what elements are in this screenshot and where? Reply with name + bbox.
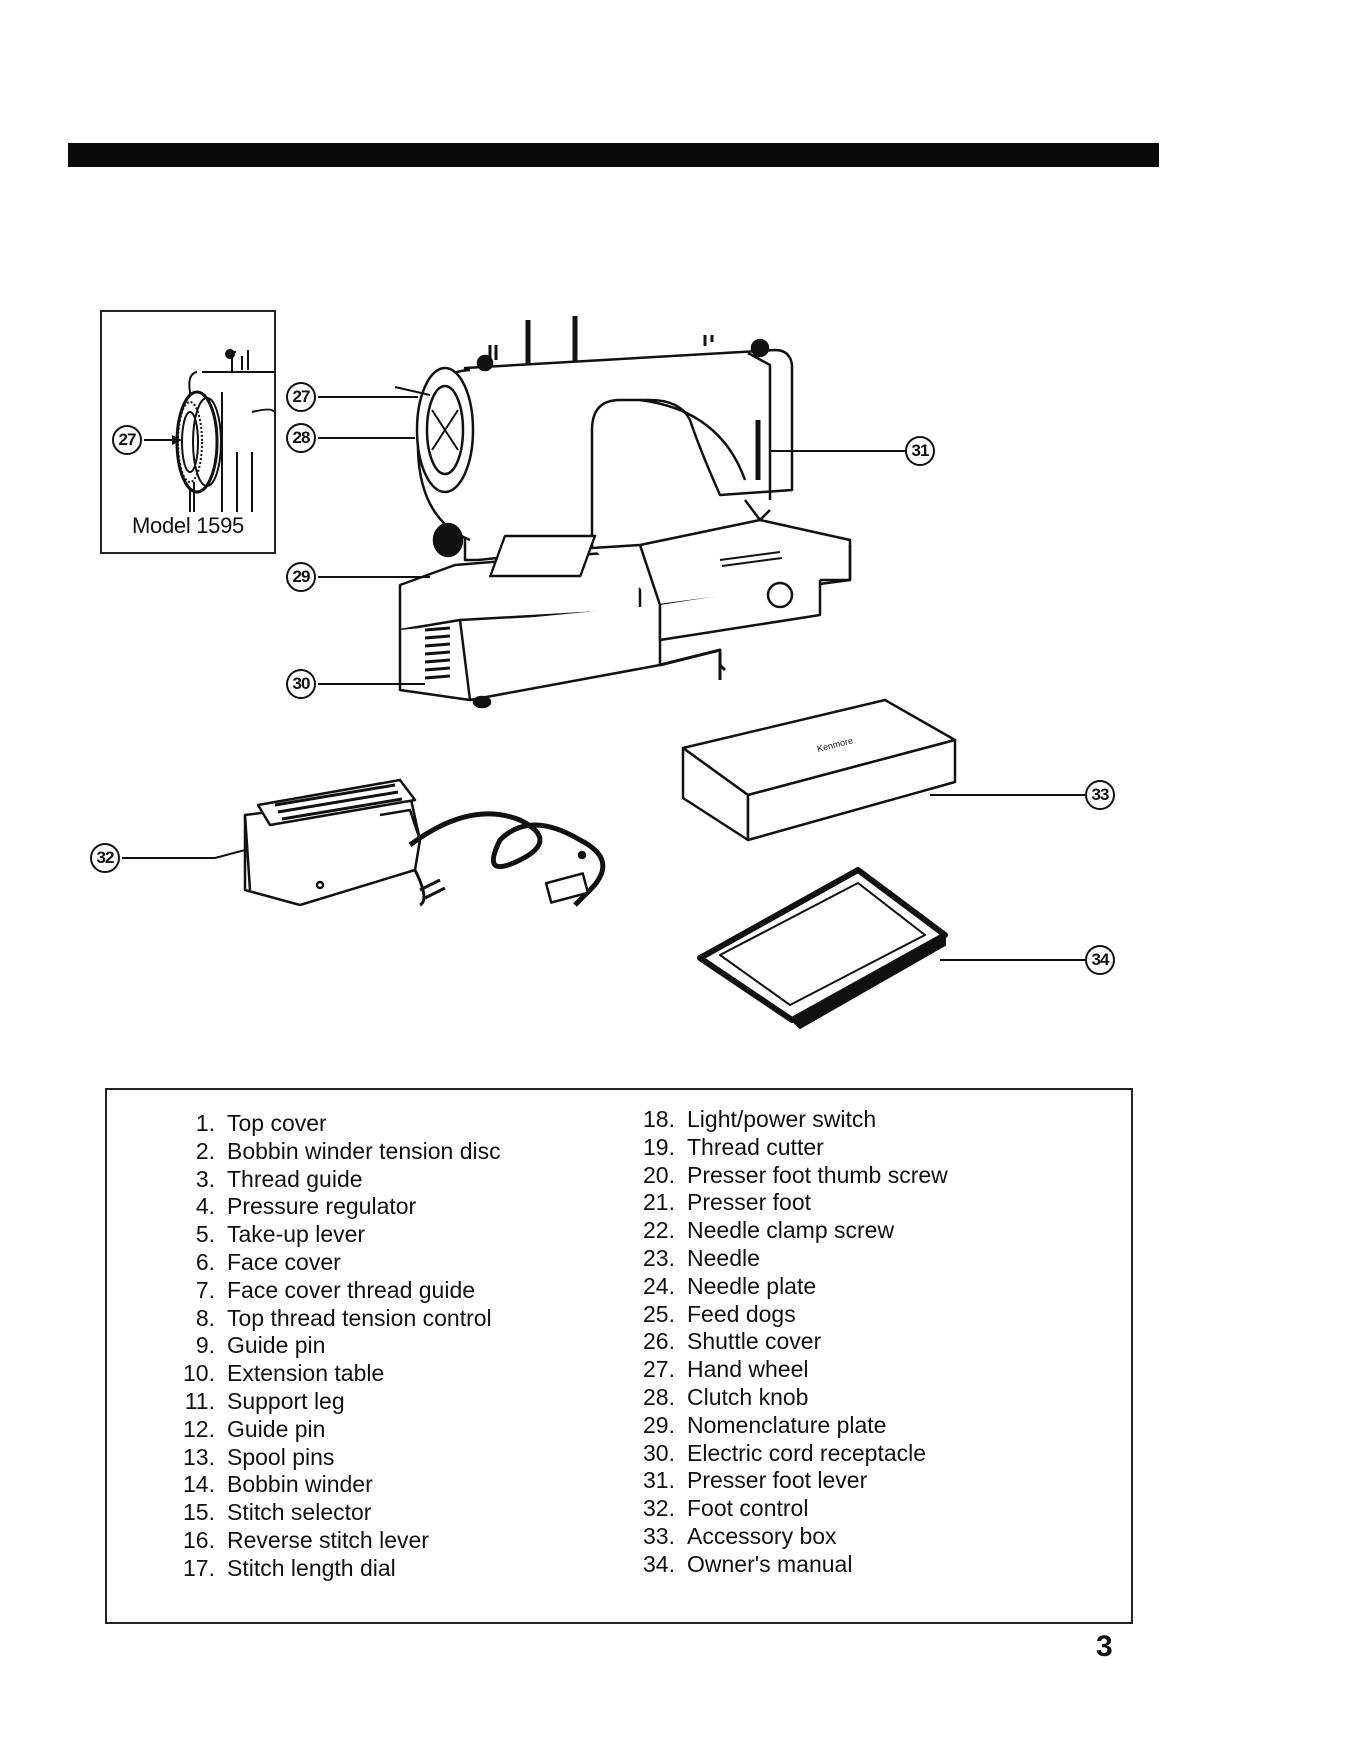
list-item: 15.Stitch selector xyxy=(183,1499,372,1526)
list-item: 1.Top cover xyxy=(195,1110,327,1136)
sewing-machine-illustration: Kenmore xyxy=(122,316,1085,1029)
list-item: 28.Clutch knob xyxy=(643,1383,809,1410)
list-item: 19.Thread cutter xyxy=(643,1133,824,1160)
list-item: 3.Thread guide xyxy=(195,1165,363,1192)
list-item: 10.Extension table xyxy=(183,1360,385,1387)
list-item: 34.Owner's manual xyxy=(643,1550,853,1577)
list-item: 29.Nomenclature plate xyxy=(643,1411,887,1438)
callout-33: 33 xyxy=(1085,780,1115,810)
page-number: 3 xyxy=(1096,1630,1113,1663)
list-item: 9.Guide pin xyxy=(195,1332,326,1359)
list-item: 20.Presser foot thumb screw xyxy=(643,1161,948,1188)
list-item: 16.Reverse stitch lever xyxy=(183,1526,429,1553)
list-item: 8.Top thread tension control xyxy=(195,1304,492,1331)
list-item: 11.Support leg xyxy=(184,1387,345,1414)
list-item: 30.Electric cord receptacle xyxy=(643,1439,927,1466)
list-item: 7.Face cover thread guide xyxy=(195,1276,476,1303)
list-item: 27.Hand wheel xyxy=(643,1356,809,1383)
list-item: 31.Presser foot lever xyxy=(643,1467,868,1494)
list-item: 26.Shuttle cover xyxy=(643,1328,822,1355)
list-item: 32.Foot control xyxy=(643,1495,809,1522)
list-item: 17.Stitch length dial xyxy=(183,1554,396,1581)
header-rule xyxy=(68,143,1159,167)
callout-32: 32 xyxy=(90,843,120,873)
callout-31: 31 xyxy=(905,436,935,466)
parts-list-right: 18.Light/power switch 19.Thread cutter 2… xyxy=(627,1106,948,1579)
list-item: 2.Bobbin winder tension disc xyxy=(195,1137,501,1164)
list-item: 6.Face cover xyxy=(195,1248,341,1275)
inset-drawing xyxy=(144,349,274,512)
callout-29: 29 xyxy=(286,562,316,592)
inset-callout-27: 27 xyxy=(112,425,142,455)
callout-28: 28 xyxy=(286,423,316,453)
callout-30: 30 xyxy=(286,669,316,699)
list-item: 12.Guide pin xyxy=(183,1415,326,1442)
list-item: 25.Feed dogs xyxy=(643,1300,796,1327)
list-item: 21.Presser foot xyxy=(643,1189,811,1216)
list-item: 22.Needle clamp screw xyxy=(643,1217,895,1244)
parts-legend: 1.Top cover 2.Bobbin winder tension disc… xyxy=(105,1088,1133,1624)
model-inset: 27 Model 1595 xyxy=(100,310,276,554)
list-item: 23.Needle xyxy=(643,1244,760,1271)
callout-34: 34 xyxy=(1085,945,1115,975)
list-item: 33.Accessory box xyxy=(643,1522,837,1549)
callout-27: 27 xyxy=(286,382,316,412)
parts-list-left: 1.Top cover 2.Bobbin winder tension disc… xyxy=(167,1110,501,1583)
list-item: 24.Needle plate xyxy=(643,1272,817,1299)
inset-caption: Model 1595 xyxy=(132,513,244,538)
list-item: 4.Pressure regulator xyxy=(195,1193,417,1220)
list-item: 5.Take-up lever xyxy=(195,1221,366,1248)
list-item: 14.Bobbin winder xyxy=(183,1471,373,1498)
list-item: 13.Spool pins xyxy=(183,1443,335,1470)
list-item: 18.Light/power switch xyxy=(643,1106,877,1132)
